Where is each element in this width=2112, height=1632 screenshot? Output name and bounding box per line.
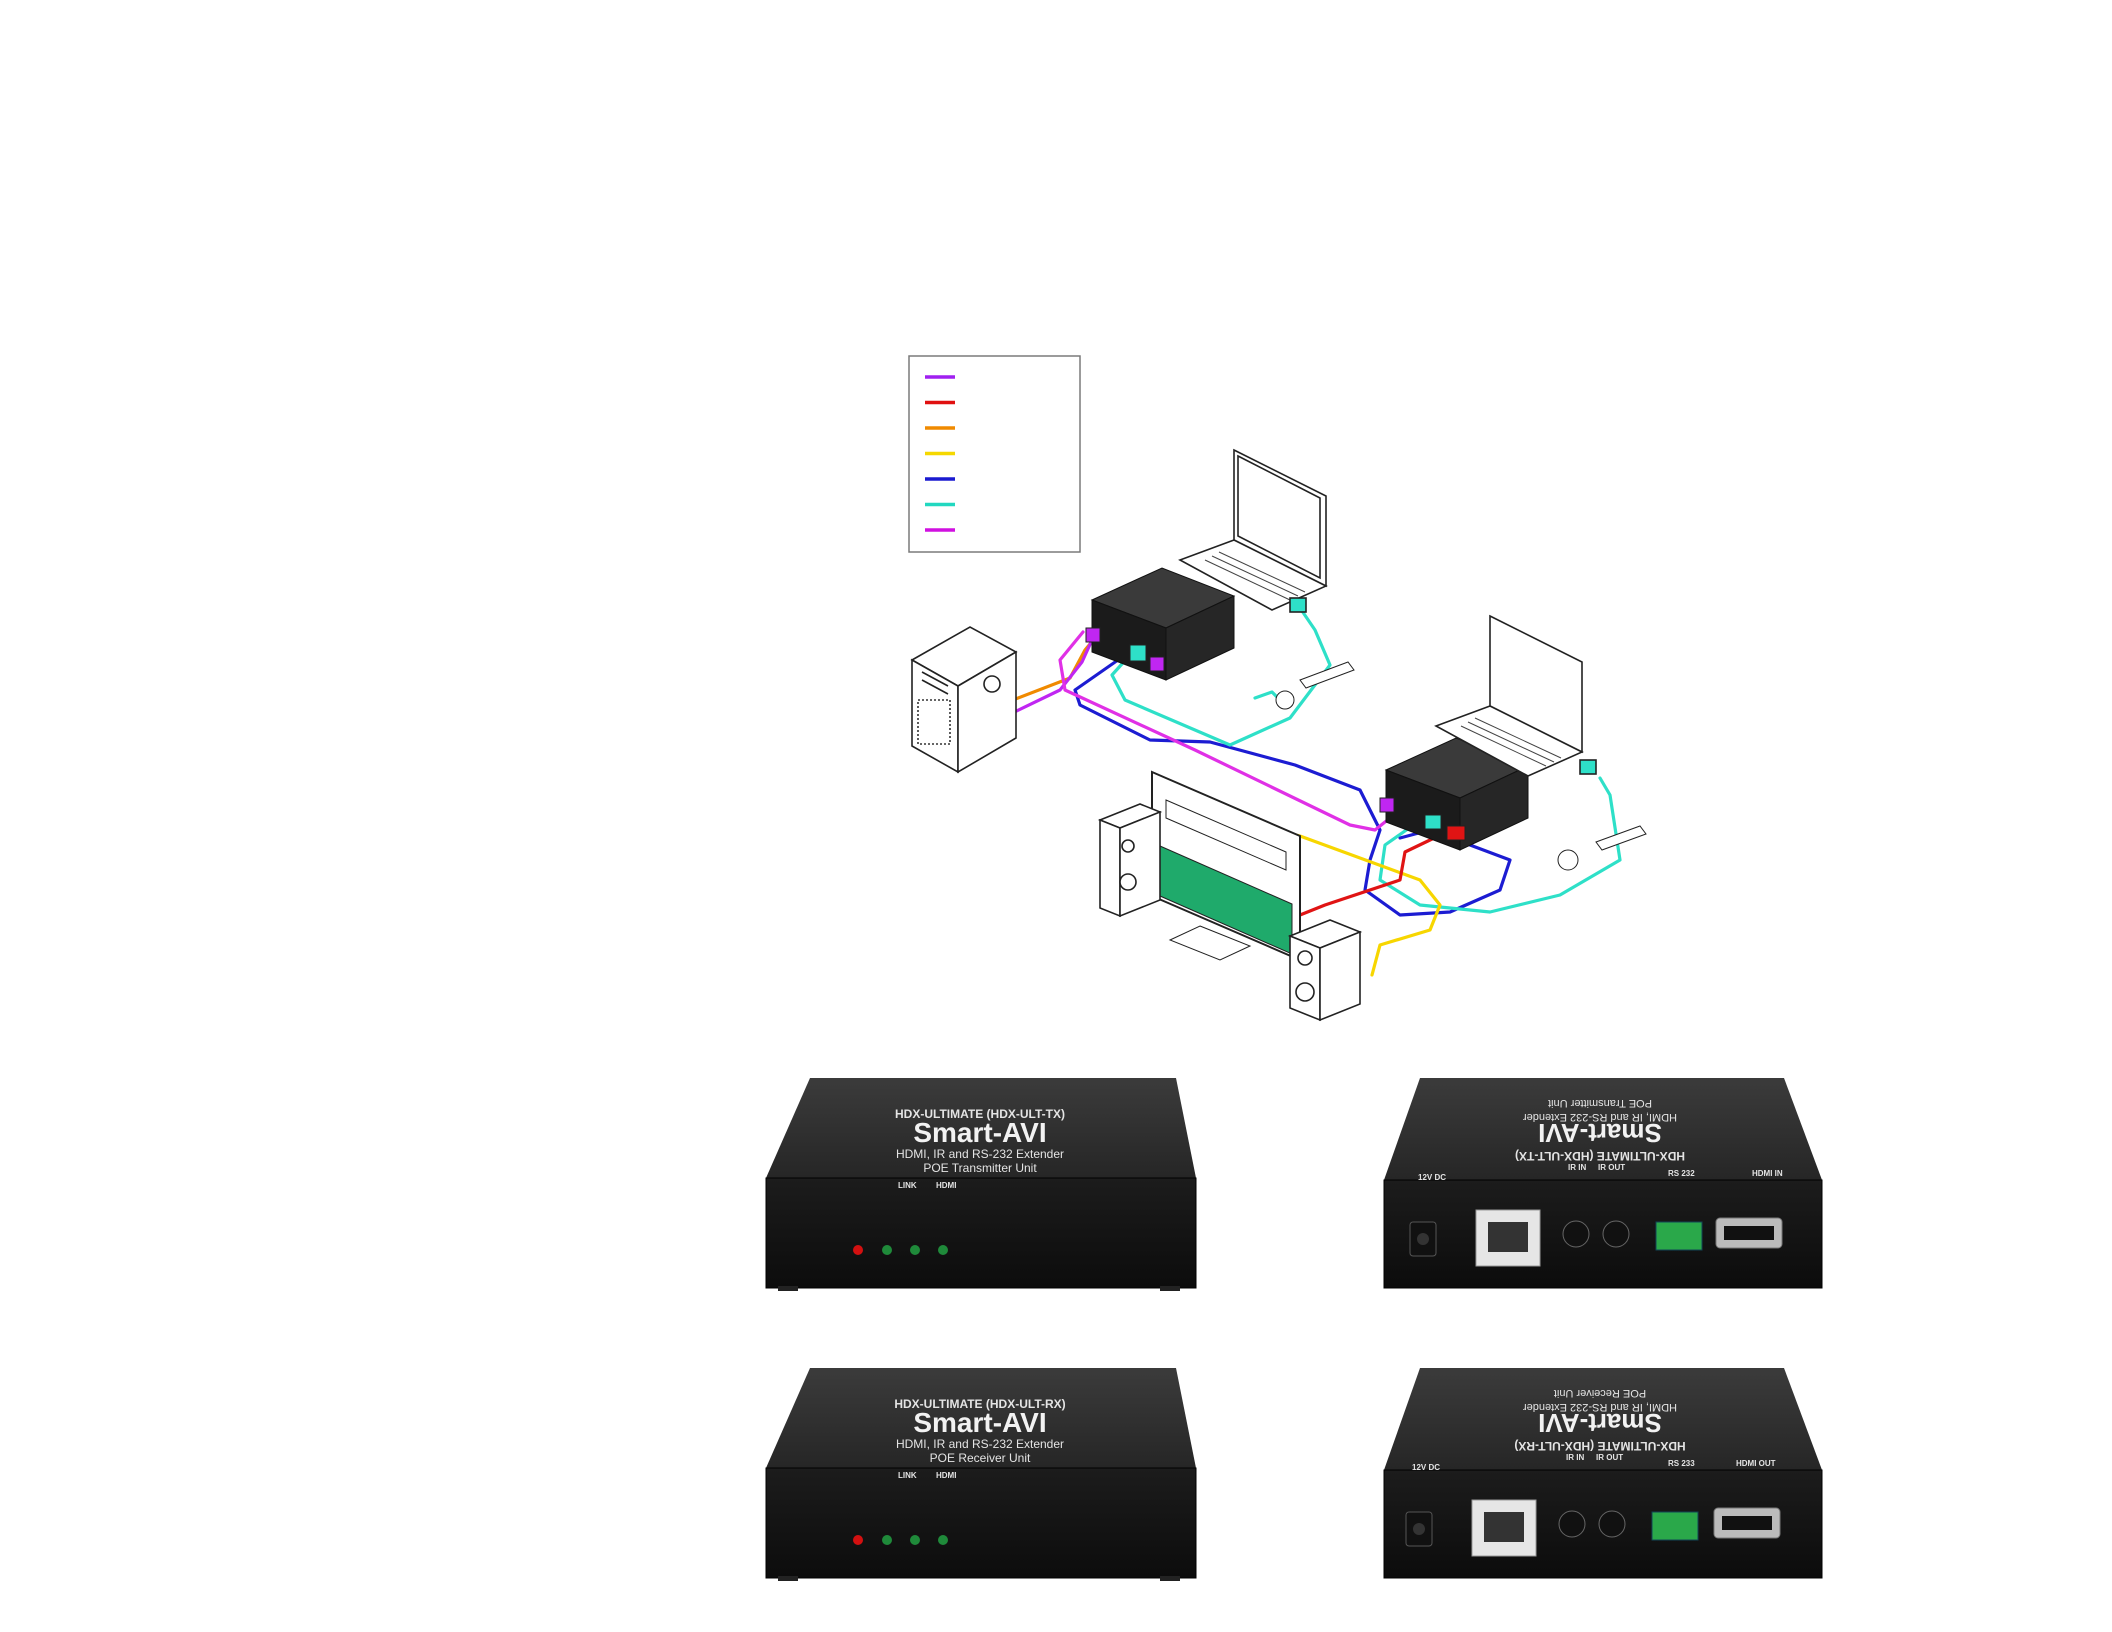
- laptop-tx-illustration: [1178, 448, 1328, 613]
- rx-back-line2: POE Receiver Unit: [1554, 1387, 1646, 1399]
- remote-rx-illustration: [1557, 825, 1647, 871]
- rx-back-photo: Smart-AVI POE Receiver Unit HDMI, IR and…: [1383, 1368, 1823, 1579]
- cable-cyan-tx: [1110, 606, 1332, 747]
- rx-back-model: HDX-ULTIMATE (HDX-ULT-RX): [1514, 1439, 1685, 1453]
- rx-back-port-irout: IR OUT: [1596, 1453, 1623, 1462]
- rx-front-led: [938, 1535, 948, 1545]
- tx-front-led: [910, 1245, 920, 1255]
- tx-back-model: HDX-ULTIMATE (HDX-ULT-TX): [1515, 1149, 1685, 1163]
- tx-back-rs232-terminal: [1655, 1221, 1703, 1251]
- rx-back-port-rs233: RS 233: [1668, 1459, 1695, 1468]
- rx-back-port-irin: IR IN: [1566, 1453, 1584, 1462]
- cable-cyan-rx: [1378, 776, 1622, 914]
- rx-front-line1: HDMI, IR and RS-232 Extender: [896, 1437, 1064, 1451]
- tx-back-line2: POE Transmitter Unit: [1548, 1097, 1652, 1109]
- tx-back-port-hdmi: HDMI IN: [1752, 1169, 1783, 1178]
- tx-front-led-label-link: LINK: [898, 1181, 917, 1190]
- tx-back-port-irout: IR OUT: [1598, 1163, 1625, 1172]
- rx-back-ir-in-jack: [1558, 1510, 1586, 1538]
- rx-back-rs232-terminal: [1651, 1511, 1699, 1541]
- rx-front-brand: Smart-AVI: [913, 1407, 1046, 1438]
- rx-back-ir-out-jack: [1598, 1510, 1626, 1538]
- tv-illustration: [1151, 770, 1301, 962]
- legend-lines: [925, 375, 955, 532]
- tx-front-led: [882, 1245, 892, 1255]
- tx-back-photo: Smart-AVI POE Transmitter Unit HDMI, IR …: [1383, 1078, 1823, 1289]
- rx-back-brand: Smart-AVI: [1538, 1408, 1662, 1438]
- remote-tx-illustration: [1275, 661, 1355, 710]
- cable-blue: [1073, 658, 1512, 917]
- tx-front-led-label-hdmi: HDMI: [936, 1181, 956, 1190]
- tx-box-illustration: [1085, 567, 1236, 681]
- cable-red: [1298, 826, 1457, 917]
- speaker-left-illustration: [1097, 803, 1163, 918]
- rx-front-led-label-link: LINK: [898, 1471, 917, 1480]
- rx-front-led: [910, 1535, 920, 1545]
- rx-back-port-hdmi: HDMI OUT: [1736, 1459, 1776, 1468]
- tx-front-photo: HDX-ULTIMATE (HDX-ULT-TX) Smart-AVI HDMI…: [765, 1078, 1197, 1291]
- speaker-right-illustration: [1287, 919, 1363, 1022]
- rx-front-line2: POE Receiver Unit: [930, 1451, 1031, 1465]
- tx-back-ir-out-jack: [1602, 1220, 1630, 1248]
- laptop-rx-illustration: [1434, 614, 1597, 777]
- rx-back-port-12v: 12V DC: [1412, 1463, 1440, 1472]
- cable-magenta: [1058, 630, 1397, 832]
- tx-back-ir-in-jack: [1562, 1220, 1590, 1248]
- tx-back-port-rs232: RS 232: [1668, 1169, 1695, 1178]
- tx-front-model: HDX-ULTIMATE (HDX-ULT-TX): [895, 1107, 1065, 1121]
- tx-front-led: [938, 1245, 948, 1255]
- tx-front-brand: Smart-AVI: [913, 1117, 1046, 1148]
- rx-front-power-led: [853, 1535, 863, 1545]
- tx-back-line1: HDMI, IR and RS-232 Extender: [1523, 1111, 1677, 1123]
- pc-tower-illustration: [910, 626, 1018, 774]
- tx-front-line1: HDMI, IR and RS-232 Extender: [896, 1147, 1064, 1161]
- tx-back-brand: Smart-AVI: [1538, 1118, 1662, 1148]
- legend: [908, 355, 1081, 553]
- rx-front-led: [882, 1535, 892, 1545]
- rx-back-line1: HDMI, IR and RS-232 Extender: [1523, 1401, 1677, 1413]
- cable-purple: [1000, 638, 1094, 720]
- tx-front-line2: POE Transmitter Unit: [923, 1161, 1037, 1175]
- tx-front-power-led: [853, 1245, 863, 1255]
- tx-back-port-irin: IR IN: [1568, 1163, 1586, 1172]
- tx-back-port-12v: 12V DC: [1418, 1173, 1446, 1182]
- rx-front-model: HDX-ULTIMATE (HDX-ULT-RX): [894, 1397, 1065, 1411]
- rx-front-photo: HDX-ULTIMATE (HDX-ULT-RX) Smart-AVI HDMI…: [765, 1368, 1197, 1581]
- rx-front-led-label-hdmi: HDMI: [936, 1471, 956, 1480]
